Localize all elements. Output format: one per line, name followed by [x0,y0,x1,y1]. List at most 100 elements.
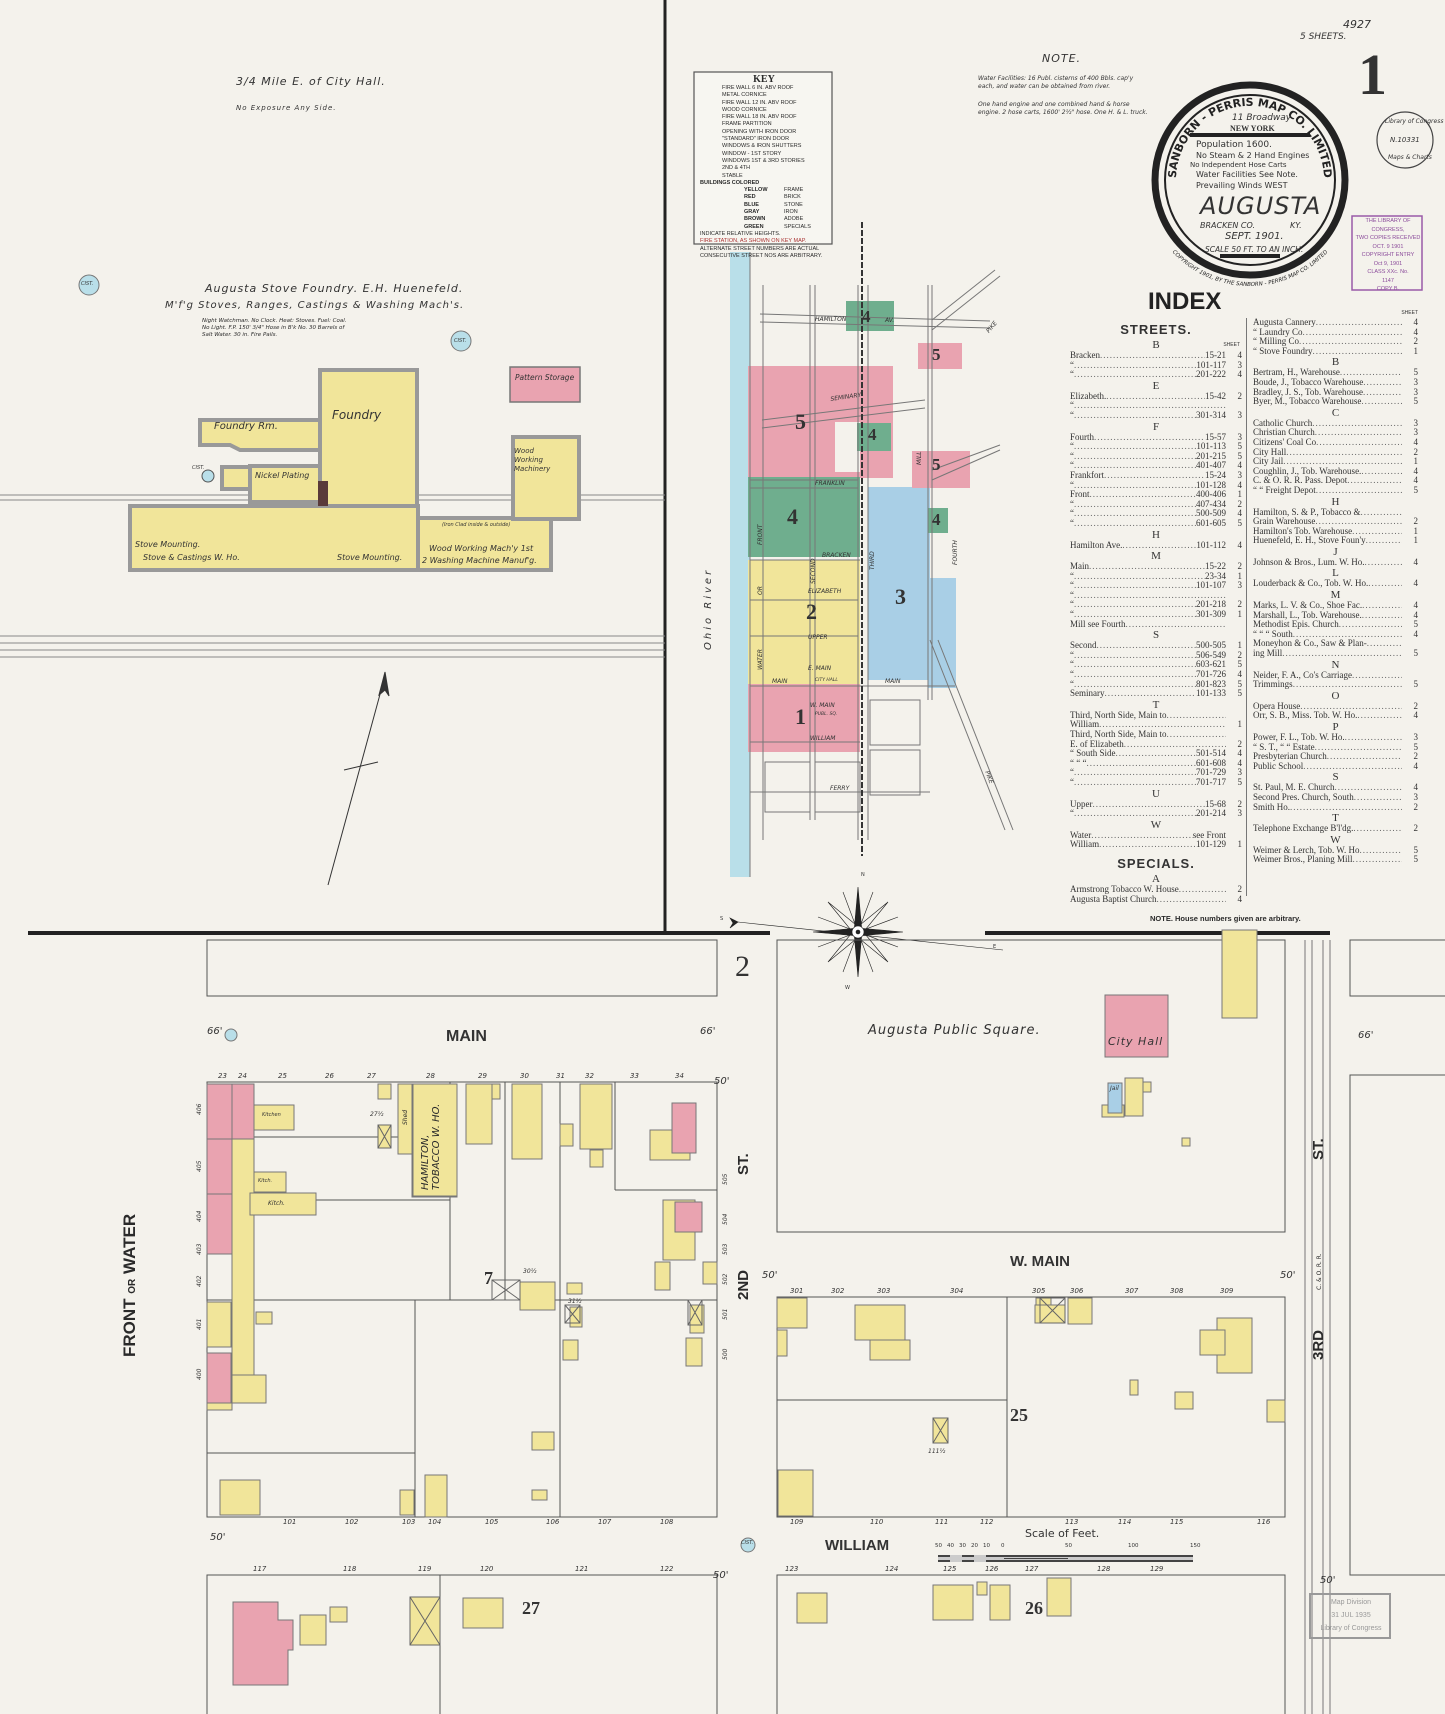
index-entry-range: 23-34 [1205,571,1226,581]
index-entry-sheet: 5 [1237,679,1243,689]
index-entry-name: Main [1070,562,1089,572]
index-row: Third, North Side, Main to [1070,711,1242,721]
index-entry-range: 601-605 [1196,518,1226,528]
index-row: Hamilton, S. & P., Tobacco & [1253,508,1418,518]
cistern-hand-engine-marker [201,469,215,483]
index-row: Christian Church3 [1253,428,1418,438]
index-leader [1363,378,1402,388]
index-entry-sheet: 2 [1237,799,1243,809]
loc-circle-stamp [1376,111,1434,169]
scale-tick-label: 20 [971,1543,978,1549]
index-entry-name: Huenefeld, E. H., Stove Foun'y [1253,536,1366,546]
index-leader [1100,351,1205,361]
seal-address: 11 Broadway [1232,113,1292,123]
index-letter: C [1331,406,1340,419]
note-equipment: One hand engine and one combined hand & … [978,101,1148,116]
index-row: “ [1070,591,1242,601]
block-27 [206,1574,718,1714]
copyright-stamp-line: CLASS XXc. No. [1367,269,1409,275]
index-letter: E [1152,379,1160,392]
index-entry-name: Johnson & Bros., Lum. W. Ho. [1253,557,1365,567]
index-row: Fourth15-573 [1070,433,1242,443]
key-map-street-label: HAMILTON [815,316,847,323]
lot-number: 505 [722,1173,729,1185]
index-row: Weimer Bros., Planing Mill5 [1253,855,1418,865]
lot-number: 117 [253,1565,267,1573]
index-leader [1116,749,1196,759]
index-leader [1086,759,1196,769]
index-entry-name: Citizens' Coal Co [1253,437,1317,447]
index-entry-sheet: 4 [1413,318,1419,327]
index-entry-range: 603-621 [1196,660,1226,670]
cistern-label: CIST. [454,338,467,344]
index-letter: F [1152,420,1160,433]
index-leader [1167,711,1227,721]
index-leader [1074,442,1196,452]
index-letter: T [1332,812,1339,825]
key-color-meaning: ADOBE [784,216,804,223]
lot-number: 23 [218,1072,227,1080]
index-entry-sheet: 1 [1237,571,1243,581]
foundry-details: Night Watchman. No Clock. Heat: Stoves. … [202,318,347,339]
index-entry-sheet: 4 [1413,327,1419,337]
key-map-street-label: ELIZABETH [808,588,842,595]
index-entry-name: “ [1070,590,1074,600]
index-entry-sheet: 4 [1413,437,1419,447]
key-map-streets [749,252,1014,877]
key-map-sheet-number: 5 [932,345,941,364]
warehouse-type: TOBACCO W. HO. [431,1103,442,1190]
lot-number: 405 [196,1160,203,1172]
kitchen-label: Kitchen [262,1112,281,1118]
key-symbol-line: FIRE WALL 6 IN. ABV ROOF [722,85,794,91]
key-title: KEY [753,74,775,85]
index-entry-sheet: 4 [1413,761,1419,771]
key-symbol-line: WINDOW - 1ST STORY [722,150,782,157]
index-row: Coughlin, J., Tob. Warehouse.4 [1253,467,1418,477]
half-lot-number: 30½ [523,1268,537,1275]
index-leader [1286,448,1402,458]
lot-number: 102 [345,1518,359,1526]
index-leader [1360,508,1402,518]
index-row: William1 [1070,720,1242,730]
cistern-marker [78,274,100,296]
water-label: WATER [120,1213,139,1274]
index-leader [1093,800,1206,810]
index-leader [1315,428,1402,438]
index-letter: S [1152,629,1160,642]
index-entry-sheet: 1 [1237,840,1243,850]
index-entry-sheet: 3 [1413,792,1419,802]
index-letter: T [1152,698,1160,711]
index-entry-name: “ [1070,461,1074,471]
note-water: Water Facilities: 16 Publ. cisterns of 4… [978,75,1134,90]
index-entry-sheet: 3 [1237,581,1243,591]
index-entry-range: 201-222 [1196,370,1226,380]
index-entry-name: Third, North Side, Main to [1070,730,1167,739]
lot-number: 307 [1125,1287,1139,1295]
index-row: Opera House2 [1253,702,1418,712]
lot-number: 31 [556,1072,565,1080]
map-division-stamp-line: Map Division [1330,1599,1372,1606]
loc-stamp-number: N.10331 [1390,136,1420,144]
seal-hose: No Independent Hose Carts [1190,161,1287,169]
street-width-label: 50' [762,1270,778,1281]
index-entry-name: E. of Elizabeth [1070,739,1124,749]
index-entry-range: 401-407 [1196,461,1226,471]
lot-number: 114 [1118,1518,1132,1526]
index-leader [1293,680,1402,690]
index-entry-sheet: 5 [1413,620,1419,630]
block-26 [776,1574,1286,1714]
street-width-label: 50' [1320,1575,1336,1586]
index-entry-sheet: 4 [1237,480,1243,490]
index-entry-range: 601-608 [1196,758,1226,768]
index-entry-range: 201-215 [1196,451,1226,461]
lot-number: 500 [722,1348,729,1360]
index-entry-name: Augusta Cannery [1253,318,1316,327]
index-entry-range: 15-21 [1205,351,1226,360]
